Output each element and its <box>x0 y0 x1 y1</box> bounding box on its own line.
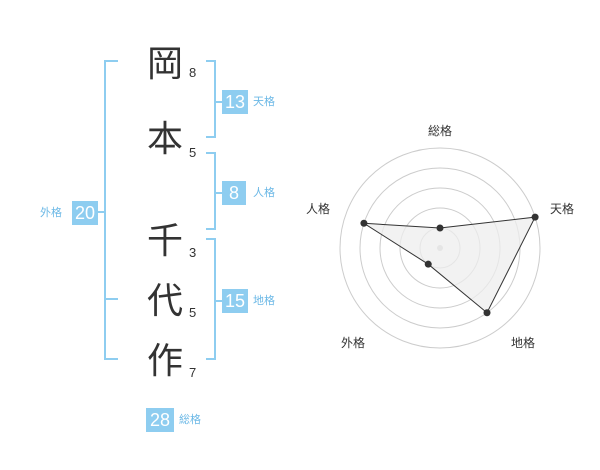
radar-ring <box>339 147 541 349</box>
radar-label-soukaku: 総格 <box>428 124 453 138</box>
name-char-1: 岡 <box>146 44 183 85</box>
tenkaku-bracket-top <box>206 60 216 62</box>
jinkaku-label: 人格 <box>253 186 275 199</box>
jinkaku-bracket-top <box>206 152 216 154</box>
stroke-count-1: 8 <box>189 65 197 80</box>
jinkaku-value: 8 <box>222 181 246 205</box>
chikaku-bracket-top <box>206 238 216 240</box>
stroke-count-5: 7 <box>189 365 197 380</box>
chikaku-bracket-bottom <box>206 358 216 360</box>
stroke-count-3: 3 <box>189 245 197 260</box>
radar-label-jinkaku: 人格 <box>306 202 331 216</box>
radar-label-chikaku: 地格 <box>511 336 536 350</box>
radar-label-gaikaku: 外格 <box>341 336 366 350</box>
radar-point <box>483 309 491 317</box>
radar-label-tenkaku: 天格 <box>550 202 575 216</box>
jinkaku-connector <box>214 192 222 194</box>
jinkaku-bracket <box>214 152 216 230</box>
radar-point <box>360 219 368 227</box>
tenkaku-value: 13 <box>222 90 248 114</box>
soukaku-value: 28 <box>146 408 174 432</box>
jinkaku-bracket-bottom <box>206 228 216 230</box>
gaikaku-connector <box>97 211 105 213</box>
gaikaku-bracket-top <box>104 60 118 62</box>
radar-point <box>531 213 539 221</box>
gaikaku-bracket-mid <box>104 298 118 300</box>
name-char-3: 千 <box>146 221 183 262</box>
name-char-4: 代 <box>146 281 183 322</box>
tenkaku-bracket-bottom <box>206 136 216 138</box>
soukaku-label: 総格 <box>179 413 201 426</box>
chikaku-label: 地格 <box>253 294 275 307</box>
name-char-2: 本 <box>146 119 183 160</box>
chikaku-value: 15 <box>222 289 248 313</box>
gaikaku-bracket <box>104 60 106 360</box>
name-char-5: 作 <box>146 341 183 382</box>
radar-polygon <box>363 216 536 314</box>
tenkaku-bracket <box>214 60 216 138</box>
gaikaku-value: 20 <box>72 201 98 225</box>
chikaku-connector <box>214 300 222 302</box>
tenkaku-connector <box>214 101 222 103</box>
stroke-count-4: 5 <box>189 305 197 320</box>
stroke-count-2: 5 <box>189 145 197 160</box>
tenkaku-label: 天格 <box>253 95 275 108</box>
radar-point <box>424 260 432 268</box>
gaikaku-label: 外格 <box>40 206 62 219</box>
gaikaku-bracket-bottom <box>104 358 118 360</box>
chikaku-bracket <box>214 238 216 360</box>
radar-point <box>436 224 444 232</box>
